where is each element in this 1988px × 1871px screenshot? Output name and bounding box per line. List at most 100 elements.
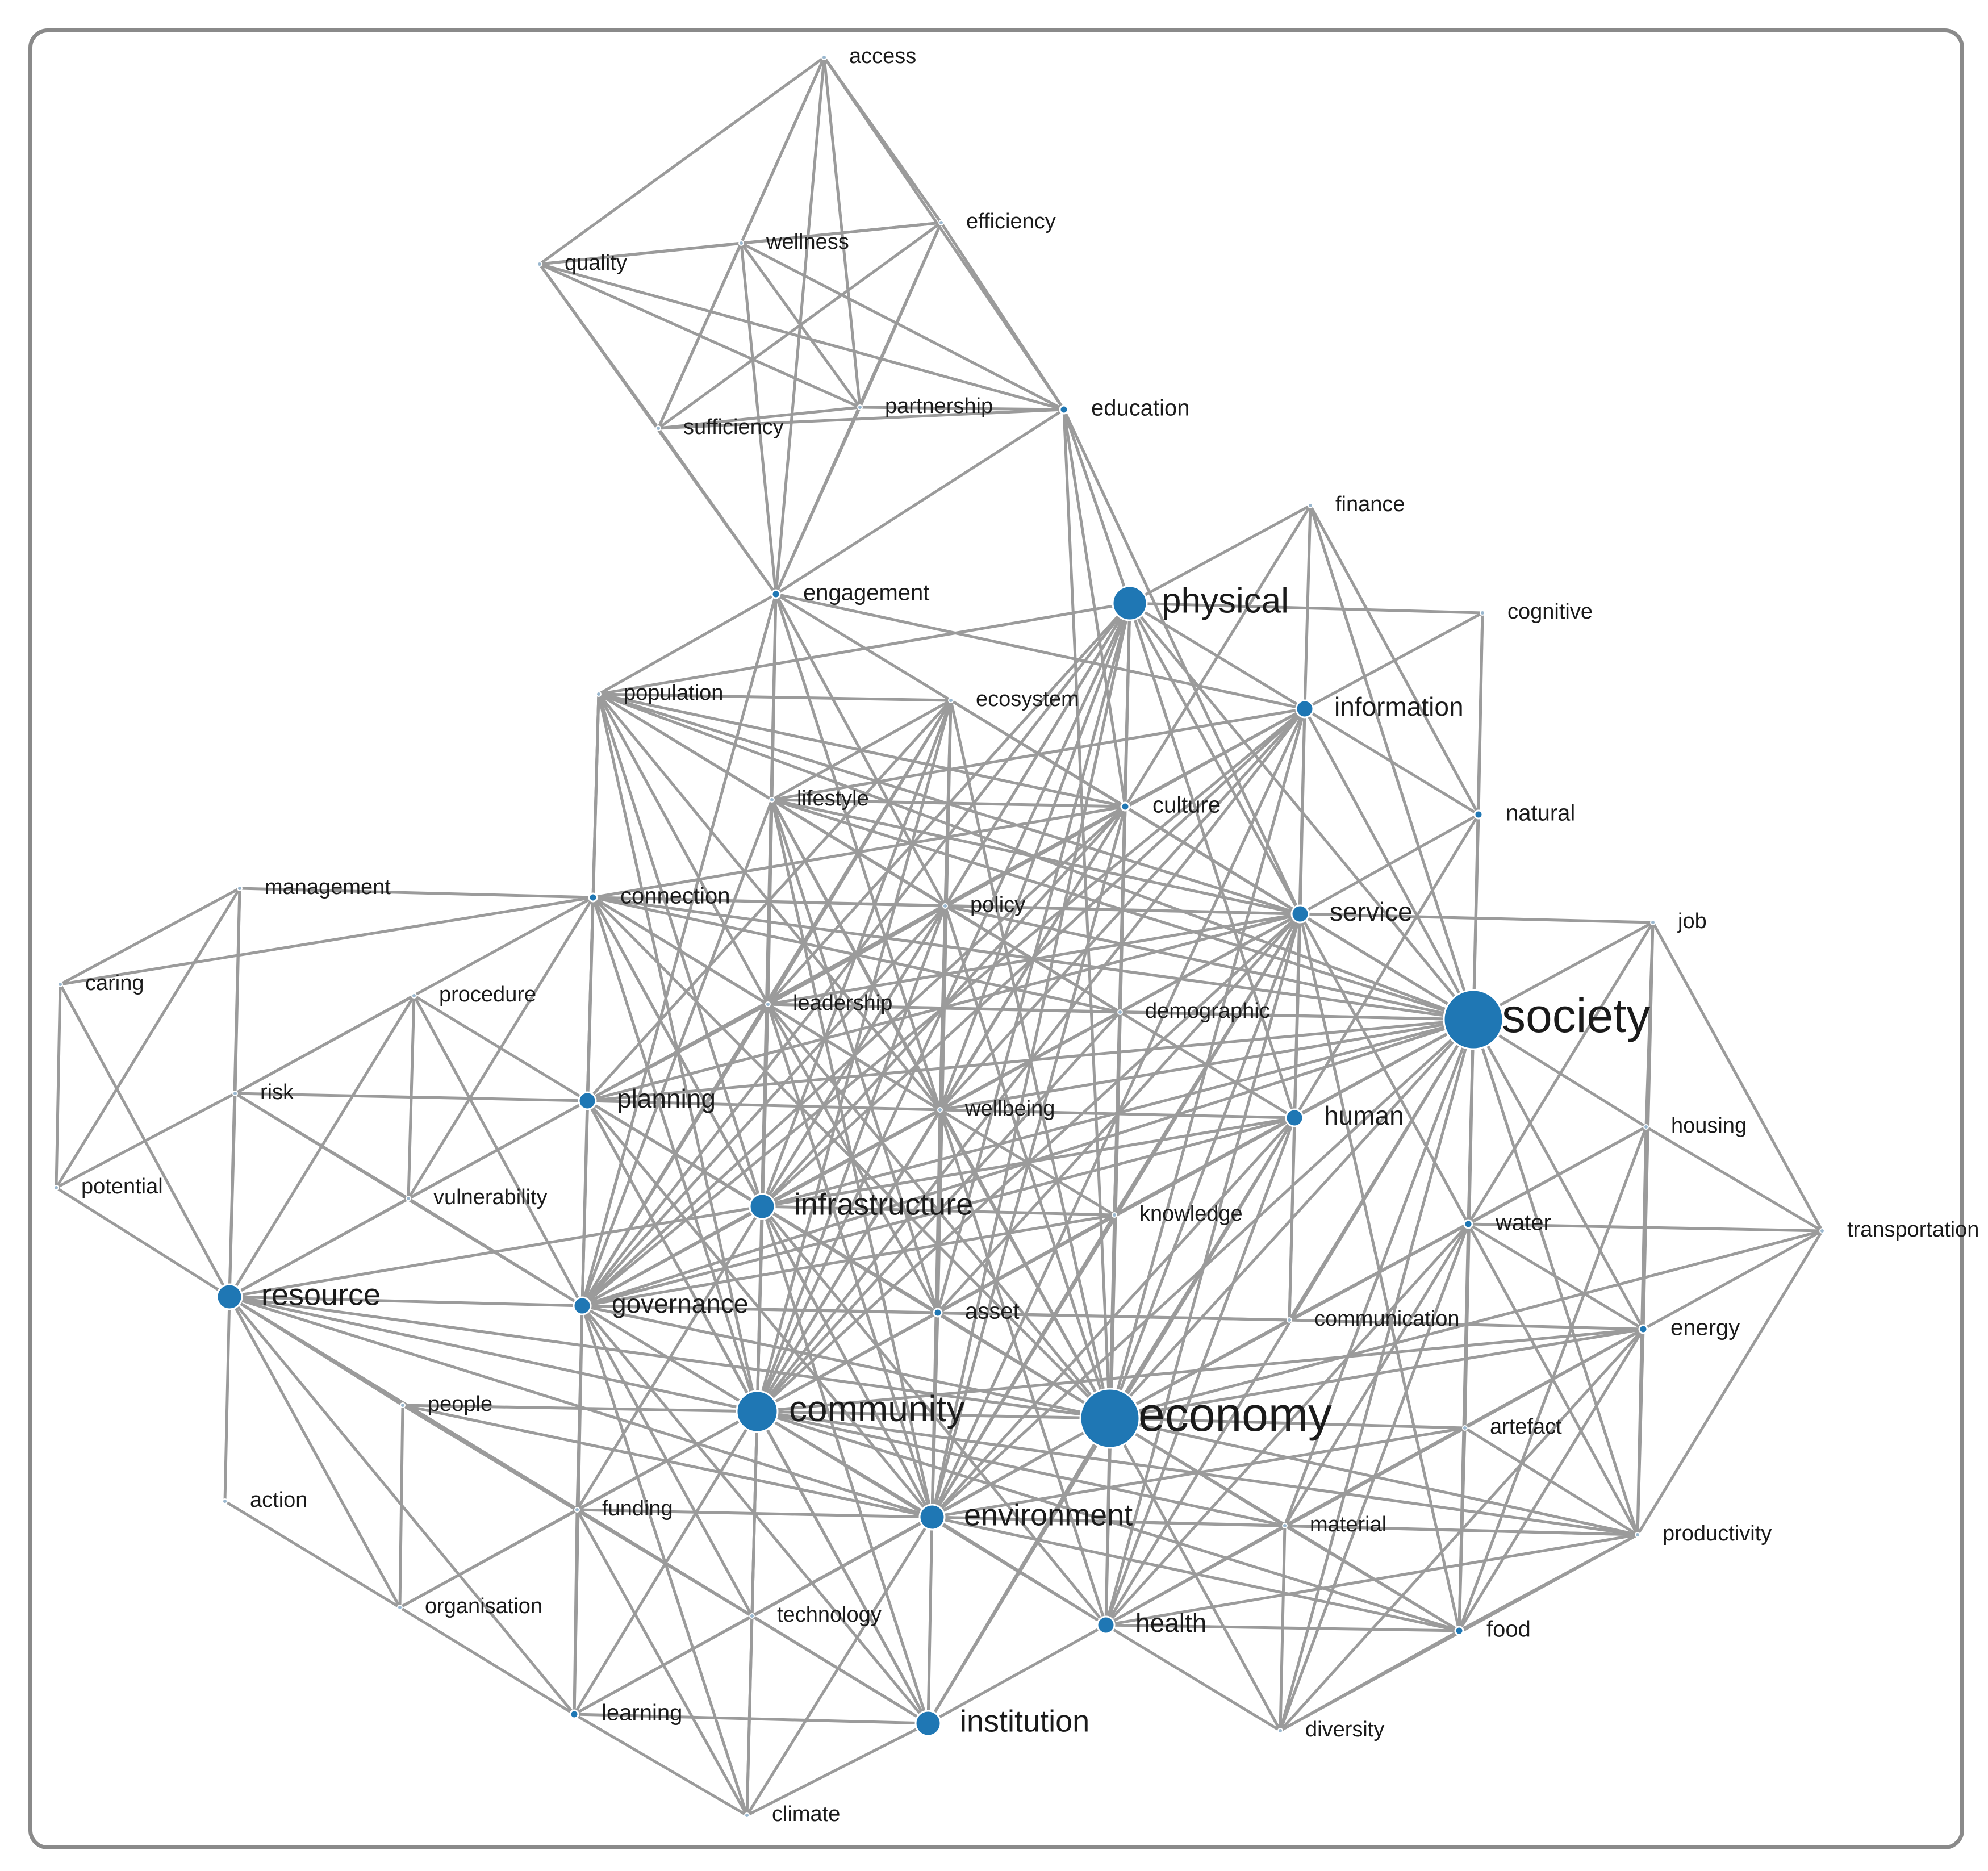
edge-sufficiency-education [658,408,1064,430]
node-society[interactable] [1443,989,1504,1050]
node-label-institution: institution [960,1704,1089,1738]
node-climate[interactable] [744,1812,750,1818]
node-ecosystem[interactable] [948,698,954,703]
node-label-job: job [1677,909,1707,933]
node-label-asset: asset [965,1299,1020,1324]
node-transportation[interactable] [1819,1228,1825,1234]
edge-partnership-engagement [774,406,862,595]
node-caring[interactable] [57,982,63,987]
node-asset[interactable] [933,1308,943,1318]
node-food[interactable] [1454,1626,1464,1636]
node-culture[interactable] [1120,801,1130,812]
node-label-organisation: organisation [425,1594,542,1618]
node-label-procedure: procedure [439,983,536,1007]
node-access[interactable] [821,55,827,60]
node-finance[interactable] [1308,503,1313,508]
node-label-lifestyle: lifestyle [797,787,869,811]
node-label-vulnerability: vulnerability [433,1185,548,1209]
node-communication[interactable] [1287,1317,1292,1323]
edge-leadership-planning [586,1003,769,1102]
edge-transportation-productivity [1636,1230,1824,1536]
node-lifestyle[interactable] [769,797,775,803]
node-efficiency[interactable] [938,220,944,225]
edge-productivity-health [1105,1533,1638,1627]
edge-communication-water [1288,1222,1469,1322]
edge-culture-connection [592,805,1126,899]
edge-infrastructure-knowledge [762,1205,1115,1217]
node-resource[interactable] [216,1283,243,1310]
node-education[interactable] [1059,404,1069,415]
edge-infrastructure-resource [229,1205,763,1298]
node-vulnerability[interactable] [406,1196,411,1201]
node-learning[interactable] [569,1709,579,1719]
edge-technology-learning [573,1614,753,1716]
node-label-culture: culture [1152,793,1221,818]
node-leadership[interactable] [765,1001,771,1007]
edge-physical-population [598,602,1130,696]
edge-engagement-information [775,592,1305,711]
node-economy[interactable] [1079,1388,1141,1449]
node-people[interactable] [400,1402,406,1408]
edge-health-diversity [1105,1623,1281,1732]
node-artefact[interactable] [1462,1425,1468,1431]
node-label-leadership: leadership [793,991,892,1015]
node-infrastructure[interactable] [749,1193,776,1220]
node-sufficiency[interactable] [655,425,661,431]
node-label-wellbeing: wellbeing [964,1097,1055,1121]
node-water[interactable] [1463,1219,1473,1229]
edge-engagement-ecosystem [775,592,952,702]
node-environment[interactable] [918,1504,946,1531]
node-quality[interactable] [537,261,542,267]
node-partnership[interactable] [857,404,863,410]
node-housing[interactable] [1643,1124,1649,1130]
edge-human-infrastructure [762,1116,1295,1208]
node-action[interactable] [222,1498,228,1504]
node-institution[interactable] [914,1710,942,1737]
node-wellbeing[interactable] [937,1107,943,1113]
node-job[interactable] [1650,920,1656,925]
node-planning[interactable] [578,1091,597,1110]
node-productivity[interactable] [1635,1532,1640,1538]
edge-service-demographic [1119,912,1301,1014]
edge-management-risk [233,888,241,1094]
node-organisation[interactable] [397,1605,403,1610]
node-physical[interactable] [1112,585,1148,621]
edge-asset-economy [937,1311,1111,1420]
edge-environment-health [931,1515,1107,1627]
node-wellness[interactable] [738,240,744,246]
node-funding[interactable] [574,1507,580,1513]
node-potential[interactable] [53,1185,59,1191]
node-community[interactable] [736,1390,779,1433]
edge-physical-information [1129,602,1306,711]
node-label-economy: economy [1138,1388,1332,1441]
edge-management-potential [55,887,241,1189]
edge-learning-institution [574,1713,929,1725]
node-service[interactable] [1290,904,1310,924]
node-cognitive[interactable] [1480,610,1485,616]
node-diversity[interactable] [1277,1728,1283,1734]
node-population[interactable] [596,691,602,697]
edge-society-housing [1472,1018,1647,1129]
edge-community-economy [757,1410,1110,1420]
node-label-connection: connection [620,884,730,909]
label-layer: accessefficiencyqualitywellnesssufficien… [81,44,1979,1826]
node-engagement[interactable] [771,589,781,599]
node-human[interactable] [1285,1108,1304,1127]
node-policy[interactable] [942,903,948,909]
node-health[interactable] [1096,1615,1116,1635]
node-management[interactable] [237,886,243,891]
node-procedure[interactable] [411,993,417,999]
node-governance[interactable] [573,1296,592,1315]
node-label-wellness: wellness [766,230,849,254]
node-natural[interactable] [1473,809,1484,820]
node-connection[interactable] [588,892,598,903]
node-risk[interactable] [232,1091,238,1096]
node-knowledge[interactable] [1112,1212,1117,1218]
node-demographic[interactable] [1117,1009,1123,1015]
node-technology[interactable] [749,1613,755,1619]
edge-risk-potential [55,1092,236,1189]
node-material[interactable] [1282,1523,1288,1528]
node-label-information: information [1334,692,1464,721]
node-energy[interactable] [1638,1324,1648,1334]
node-information[interactable] [1295,699,1314,719]
